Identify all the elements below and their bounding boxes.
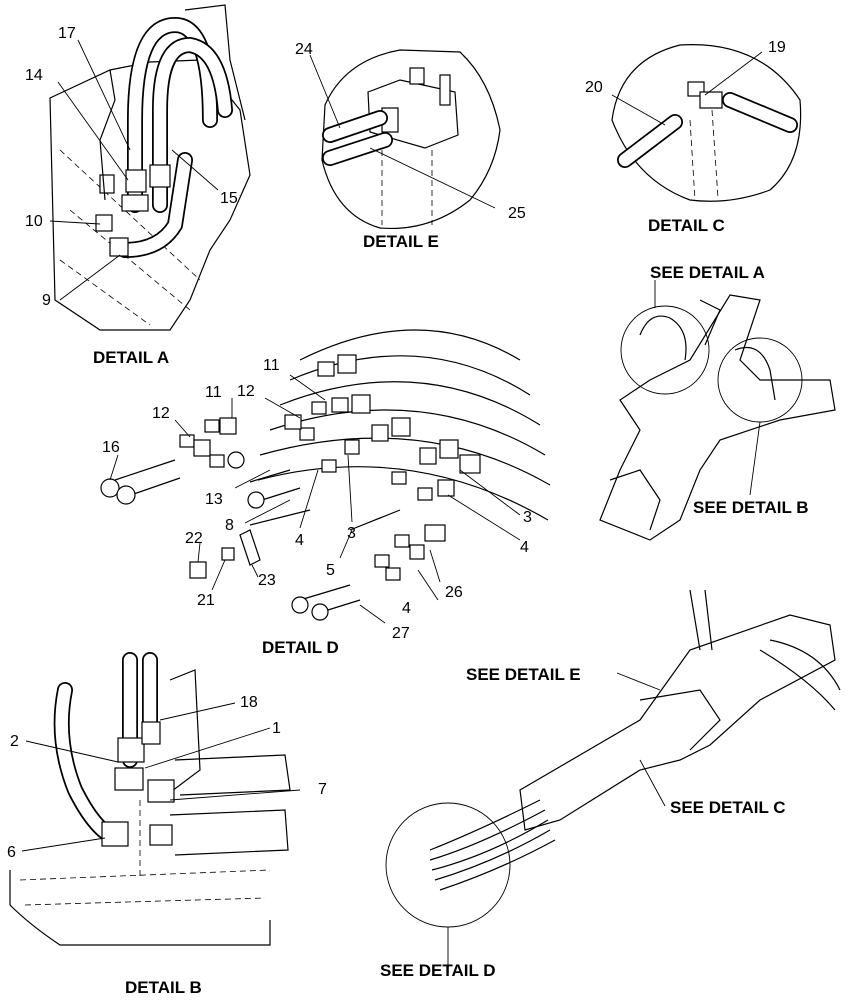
- part-label-20: 20: [585, 79, 603, 96]
- detail-a-caption: DETAIL A: [93, 348, 169, 367]
- detail-d-drawing: [100, 329, 551, 621]
- part-label-1: 1: [272, 720, 281, 737]
- part-label-22: 22: [185, 530, 203, 547]
- part-label-3-right: 3: [523, 509, 532, 526]
- part-label-24: 24: [295, 41, 313, 58]
- overview-c-d-e-drawing: [385, 589, 841, 928]
- detail-a-drawing: [49, 4, 251, 331]
- detail-b-caption: DETAIL B: [125, 978, 202, 997]
- part-label-26: 26: [445, 584, 463, 601]
- overview-a-b-leaders: [654, 280, 761, 496]
- see-detail-c-callout: SEE DETAIL C: [670, 798, 786, 817]
- part-label-7: 7: [318, 781, 327, 798]
- detail-e-leaders: [309, 54, 496, 209]
- part-label-8: 8: [225, 517, 234, 534]
- part-label-9: 9: [42, 292, 51, 309]
- part-label-4-lower: 4: [402, 600, 411, 617]
- detail-a-leaders: [49, 39, 219, 301]
- detail-b-leaders: [21, 702, 301, 852]
- detail-b-drawing: [9, 652, 291, 946]
- part-label-21: 21: [197, 592, 215, 609]
- detail-c-drawing: [611, 44, 802, 202]
- part-label-4-right: 4: [520, 539, 529, 556]
- part-label-11-lower: 11: [205, 384, 222, 401]
- part-label-19: 19: [768, 39, 786, 56]
- part-label-10: 10: [25, 213, 43, 230]
- see-detail-d-callout: SEE DETAIL D: [380, 961, 496, 980]
- detail-d-caption: DETAIL D: [262, 638, 339, 657]
- part-label-27: 27: [392, 625, 410, 642]
- see-detail-b-callout: SEE DETAIL B: [693, 498, 809, 517]
- detail-c-caption: DETAIL C: [648, 216, 725, 235]
- part-label-12-lower: 12: [152, 405, 170, 422]
- part-label-12-upper: 12: [237, 383, 255, 400]
- part-label-14: 14: [25, 67, 43, 84]
- see-detail-e-callout: SEE DETAIL E: [466, 665, 581, 684]
- part-label-18: 18: [240, 694, 258, 711]
- detail-c-leaders: [611, 51, 763, 126]
- part-label-6: 6: [7, 844, 16, 861]
- part-label-4-upper: 4: [295, 532, 304, 549]
- part-label-15: 15: [220, 190, 238, 207]
- detail-d-leaders: [109, 374, 521, 624]
- overview-a-b-drawing: [599, 294, 836, 541]
- part-label-3-left: 3: [347, 525, 356, 542]
- overview-c-d-e-leaders: [447, 672, 666, 965]
- part-label-2: 2: [10, 733, 19, 750]
- part-label-11-upper: 11: [263, 357, 280, 374]
- part-label-23: 23: [258, 572, 276, 589]
- part-label-16: 16: [102, 439, 120, 456]
- detail-e-drawing: [321, 49, 501, 230]
- see-detail-a-callout: SEE DETAIL A: [650, 263, 765, 282]
- part-label-17: 17: [58, 25, 76, 42]
- part-label-5: 5: [326, 562, 335, 579]
- detail-e-caption: DETAIL E: [363, 232, 439, 251]
- part-label-13: 13: [205, 491, 223, 508]
- part-label-25: 25: [508, 205, 526, 222]
